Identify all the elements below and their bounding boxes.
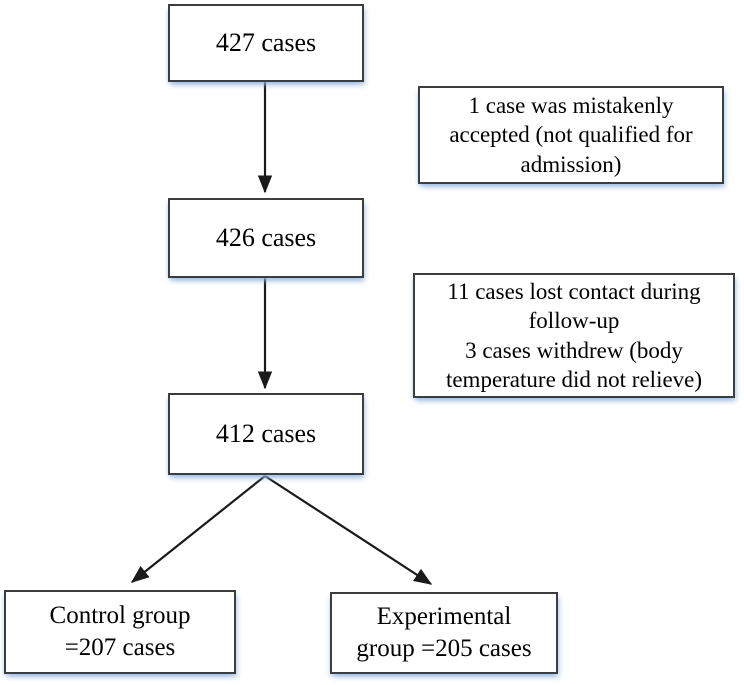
experimental-group-line2: group =205 cases [356,635,532,662]
node-exclusion-mistaken-acceptance: 1 case was mistakenly accepted (not qual… [418,86,724,184]
exclusion-2-line1: 11 cases lost contact during follow-up [447,278,701,334]
node-427-label: 427 cases [215,28,317,57]
exclusion-1-label: 1 case was mistakenly accepted (not qual… [449,92,693,177]
exclusion-2-line2: 3 cases withdrew (body temperature did n… [445,337,703,392]
node-427-cases: 427 cases [168,4,364,82]
node-experimental-group: Experimental group =205 cases [330,592,558,674]
control-group-line2: =207 cases [64,634,176,661]
experimental-group-line1: Experimental [376,602,512,630]
node-426-label: 426 cases [215,223,317,252]
node-412-label: 412 cases [215,419,317,448]
node-426-cases: 426 cases [168,198,364,278]
node-exclusion-lost-withdrew: 11 cases lost contact during follow-up 3… [413,273,735,398]
node-control-group: Control group =207 cases [4,590,236,674]
arrow-412-to-control [130,475,266,583]
node-412-cases: 412 cases [168,393,364,475]
control-group-line1: Control group [49,601,191,629]
arrow-412-to-experimental [264,475,433,585]
